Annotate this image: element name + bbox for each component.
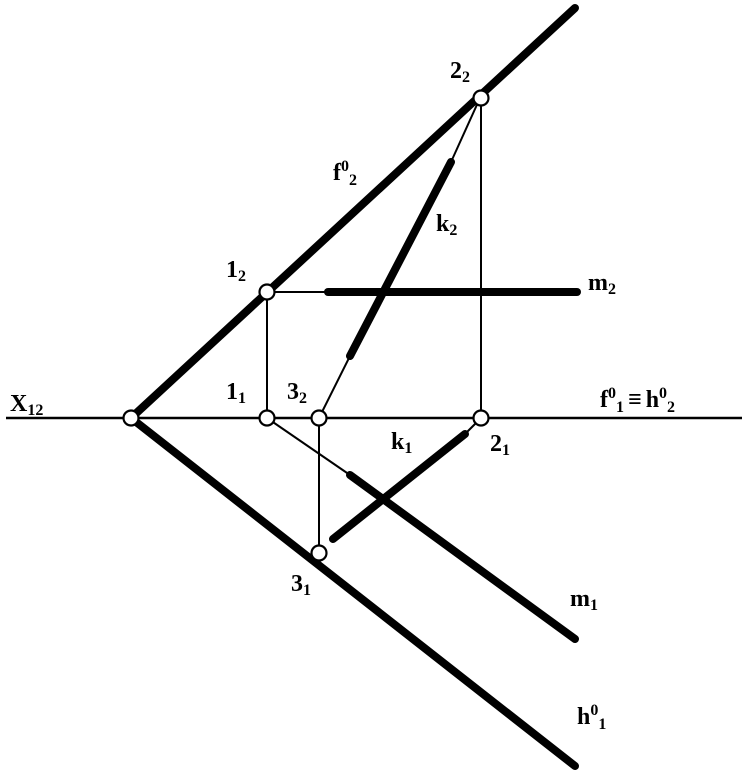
label-point-2-2: 22 — [450, 58, 470, 86]
line-k1 — [329, 430, 469, 543]
line-m1 — [346, 471, 579, 643]
label-m1: m1 — [570, 586, 598, 614]
label-k2: k2 — [436, 211, 457, 239]
label-point-1-1: 11 — [226, 379, 246, 407]
point-2-1 — [472, 409, 490, 427]
trace-f0-2 — [127, 4, 579, 422]
line-k2 — [346, 158, 455, 360]
label-f0-2: f02 — [333, 158, 357, 189]
label-h0-1: h01 — [577, 702, 606, 733]
label-x12: X12 — [10, 391, 43, 419]
point-3-2 — [310, 409, 328, 427]
trace-h0-1 — [127, 414, 579, 770]
label-point-3-2: 32 — [287, 379, 307, 407]
point-1-2 — [258, 283, 276, 301]
label-f0-1-equiv-h0-2: f01≡h02 — [600, 385, 675, 416]
line-k2-thin-lower — [318, 355, 351, 419]
point-2-2 — [472, 89, 490, 107]
point-3-1 — [310, 544, 328, 562]
label-k1: k1 — [391, 429, 412, 457]
point-1-1 — [258, 409, 276, 427]
label-point-2-1: 21 — [490, 431, 510, 459]
line-k2-thin-upper — [450, 97, 481, 163]
point-origin — [122, 409, 140, 427]
label-point-1-2: 12 — [226, 257, 246, 285]
label-m2: m2 — [588, 270, 616, 298]
line-m1-thin — [266, 417, 351, 476]
label-point-3-1: 31 — [291, 571, 311, 599]
